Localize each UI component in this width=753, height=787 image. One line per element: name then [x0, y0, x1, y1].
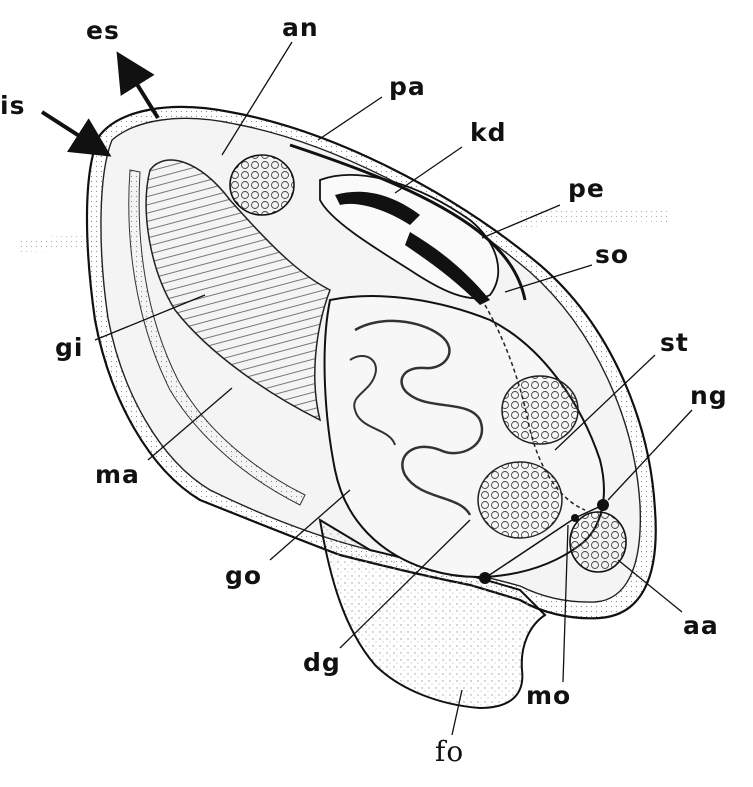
- label-aa: aa: [683, 613, 719, 638]
- label-is: is: [0, 93, 25, 118]
- label-pe: pe: [568, 176, 605, 201]
- exhalant-arrow: [125, 65, 158, 118]
- label-ng: ng: [690, 383, 728, 408]
- sediment-line-right: [520, 207, 670, 228]
- posterior-adductor-shape: [230, 155, 294, 215]
- leader-kd: [395, 147, 462, 193]
- label-ma: ma: [95, 462, 140, 487]
- leader-pa: [318, 97, 382, 140]
- inhalant-arrow: [42, 112, 98, 148]
- digestive-gland-shape: [478, 462, 562, 538]
- digestive-gland-shape-2: [502, 376, 578, 444]
- anterior-adductor-shape: [570, 512, 626, 572]
- label-go: go: [225, 563, 262, 588]
- label-so: so: [595, 242, 629, 267]
- label-dg: dg: [303, 650, 341, 675]
- label-kd: kd: [470, 120, 507, 145]
- label-mo: mo: [526, 683, 571, 708]
- label-pa: pa: [389, 74, 426, 99]
- label-es: es: [86, 18, 120, 43]
- label-fo: fo: [435, 738, 464, 766]
- label-st: st: [660, 330, 689, 355]
- label-an: an: [282, 15, 319, 40]
- label-gi: gi: [55, 335, 83, 360]
